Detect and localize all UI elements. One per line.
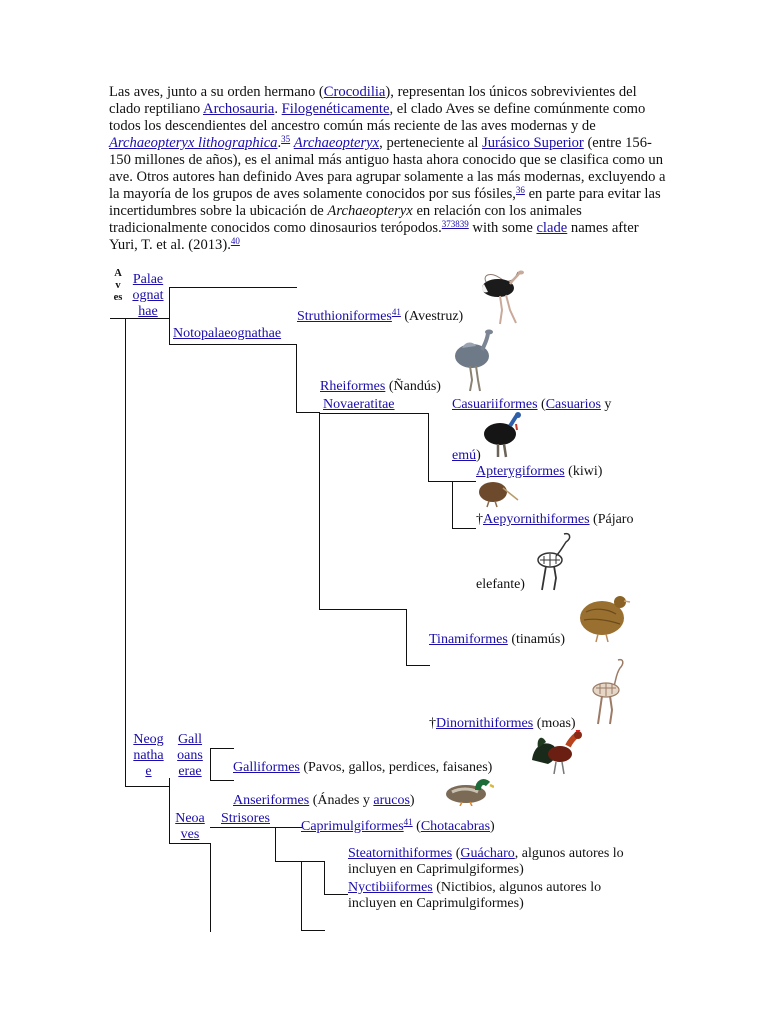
ref-40[interactable]: 40 <box>231 236 240 246</box>
taxon-anseriformes: Anseriformes (Ánades y arucos) <box>233 793 415 809</box>
link-dinornithiformes[interactable]: Dinornithiformes <box>436 716 533 731</box>
link-anseriformes[interactable]: Anseriformes <box>233 793 309 808</box>
taxon-rheiformes: Rheiformes (Ñandús) <box>320 379 441 395</box>
link-chotacabras[interactable]: Chotacabras <box>421 819 490 834</box>
taxon-aepyornithiformes-cont: elefante) <box>476 577 525 593</box>
link-caprimulgiformes[interactable]: Caprimulgiformes <box>301 819 404 834</box>
link-apterygiformes[interactable]: Apterygiformes <box>476 464 565 479</box>
link-jurasico-superior[interactable]: Jurásico Superior <box>482 135 584 151</box>
link-archosauria[interactable]: Archosauria <box>203 101 274 117</box>
link-steatornithiformes[interactable]: Steatornithiformes <box>348 846 452 861</box>
taxon-emu: emú) <box>452 448 481 464</box>
moa-skeleton-image <box>588 656 634 726</box>
clade-notopalaeognathae[interactable]: Notopalaeognathae <box>173 326 281 342</box>
cassowary-image <box>482 412 524 458</box>
taxon-casuariiformes: Casuariiformes (Casuarios y <box>452 397 611 413</box>
kiwi-image <box>475 478 519 508</box>
taxon-nyctibiiformes: Nyctibiiformes (Nictibios, algunos autor… <box>348 880 601 896</box>
link-filogeneticamente[interactable]: Filogenéticamente <box>282 101 390 117</box>
link-arucos[interactable]: arucos <box>373 793 410 808</box>
duck-image <box>442 776 494 806</box>
taxon-tinamiformes: Tinamiformes (tinamús) <box>429 632 565 648</box>
clade-novaeratitae[interactable]: Novaeratitae <box>323 397 395 413</box>
link-galliformes[interactable]: Galliformes <box>233 760 300 775</box>
clade-galloanserae[interactable]: Gall oans erae <box>174 732 206 780</box>
taxon-steatornithiformes-cont: incluyen en Caprimulgiformes) <box>348 862 524 878</box>
ref-373839[interactable]: 373839 <box>442 219 469 229</box>
clade-neoaves[interactable]: Neoa ves <box>172 811 208 843</box>
link-clade[interactable]: clade <box>536 220 567 236</box>
link-guacharo[interactable]: Guácharo <box>460 846 514 861</box>
rhea-image <box>452 328 498 392</box>
elephant-bird-skeleton-image <box>534 530 580 592</box>
intro-paragraph: Las aves, junto a su orden hermano (Croc… <box>109 84 669 254</box>
taxon-caprimulgiformes: Caprimulgiformes41 (Chotacabras) <box>301 819 495 835</box>
taxon-struthioniformes: Struthioniformes41 (Avestruz) <box>297 309 463 325</box>
link-casuarios[interactable]: Casuarios <box>546 397 601 412</box>
link-crocodilia[interactable]: Crocodilia <box>324 84 386 100</box>
taxon-galliformes: Galliformes (Pavos, gallos, perdices, fa… <box>233 760 492 776</box>
link-rheiformes[interactable]: Rheiformes <box>320 379 385 394</box>
link-nyctibiiformes[interactable]: Nyctibiiformes <box>348 880 433 895</box>
link-emu[interactable]: emú <box>452 448 476 463</box>
taxon-aepyornithiformes: †Aepyornithiformes (Pájaro <box>476 512 633 528</box>
clade-neognathae[interactable]: Neog natha e <box>130 732 167 780</box>
link-casuariiformes[interactable]: Casuariiformes <box>452 397 538 412</box>
clade-strisores[interactable]: Strisores <box>221 811 270 827</box>
ref-41[interactable]: 41 <box>392 307 401 317</box>
link-aepyornithiformes[interactable]: Aepyornithiformes <box>483 512 590 527</box>
clade-aves: A v es <box>111 268 125 304</box>
ref-41b[interactable]: 41 <box>404 817 413 827</box>
link-archaeopteryx[interactable]: Archaeopteryx <box>294 135 379 151</box>
link-archaeopteryx-lithographica[interactable]: Archaeopteryx lithographica <box>109 135 277 151</box>
link-tinamiformes[interactable]: Tinamiformes <box>429 632 508 647</box>
ref-36[interactable]: 36 <box>516 185 525 195</box>
taxon-nyctibiiformes-cont: incluyen en Caprimulgiformes) <box>348 896 524 912</box>
clade-palaeognathae[interactable]: Palae ognat hae <box>129 272 167 320</box>
taxon-steatornithiformes: Steatornithiformes (Guácharo, algunos au… <box>348 846 624 862</box>
ostrich-image <box>478 270 536 326</box>
link-struthioniformes[interactable]: Struthioniformes <box>297 309 392 324</box>
rooster-image <box>528 730 584 776</box>
tinamou-image <box>576 590 632 644</box>
ref-35[interactable]: 35 <box>281 134 290 144</box>
